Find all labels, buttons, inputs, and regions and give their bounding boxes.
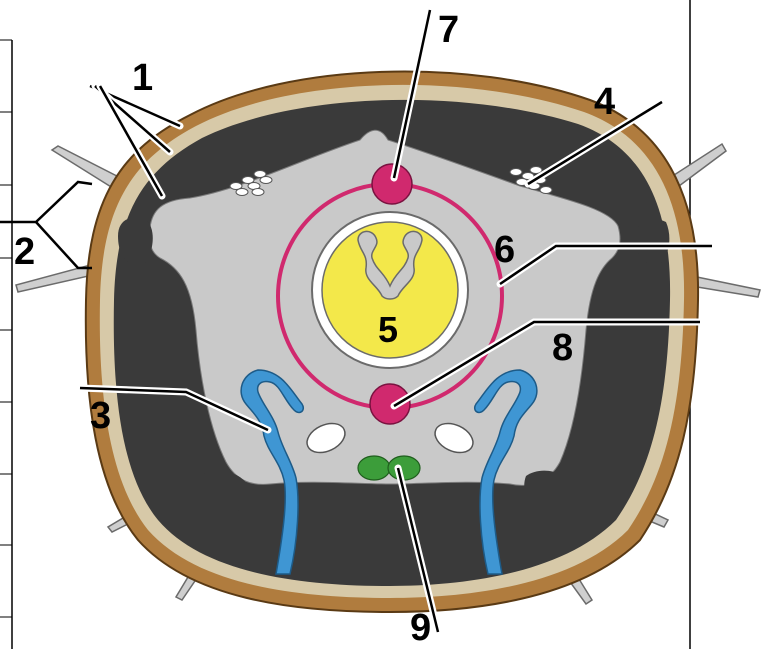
label-1: 1 (132, 57, 153, 99)
label-9: 9 (410, 607, 431, 649)
label-4: 4 (594, 81, 615, 123)
left-frame (0, 40, 12, 649)
label-5: 5 (378, 309, 398, 350)
label-8: 8 (552, 327, 573, 369)
label-2: 2 (14, 231, 35, 273)
label-7: 7 (438, 9, 459, 51)
label-3: 3 (90, 395, 111, 437)
label-6: 6 (494, 229, 515, 271)
dorsal-nerve (372, 164, 412, 204)
